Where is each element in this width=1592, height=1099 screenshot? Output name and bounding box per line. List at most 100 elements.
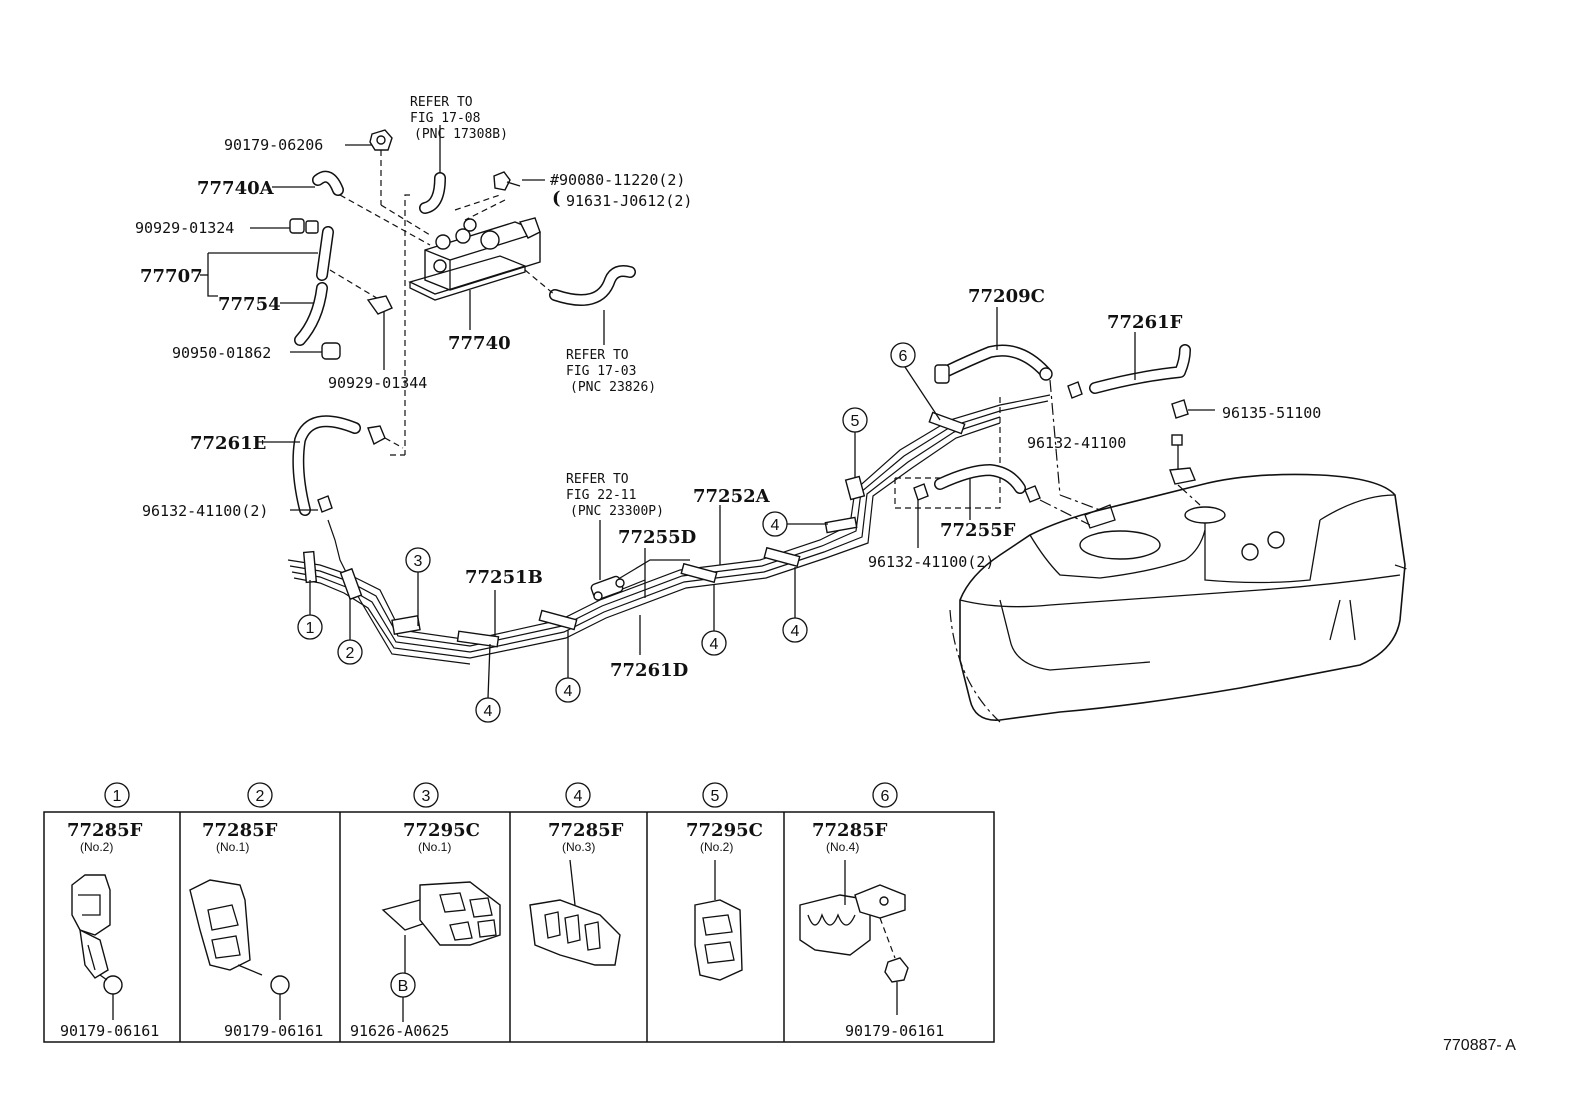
bolt-90179-06206-icon (369, 129, 393, 151)
callout-1: 1 (297, 614, 323, 640)
nut-90179-06161-icon (103, 975, 123, 995)
fuel-tank-icon (949, 473, 1411, 723)
clamp-77295c-no2-icon (694, 860, 743, 981)
label-77754: 77754 (218, 294, 281, 315)
detail-2-fastener: 90179-06161 (224, 1022, 323, 1040)
detail-3-marker: B (390, 972, 416, 998)
detail-3-number: 3 (413, 782, 439, 808)
label-parenthesis-open: ( (552, 188, 561, 209)
clip-90929-01324-icon (289, 218, 319, 234)
refer-note-17-08-line1: REFER TO (410, 95, 473, 110)
refer-note-17-03-line1: REFER TO (566, 348, 629, 363)
callout-4-b: 4 (555, 677, 581, 703)
refer-note-17-03-line3: (PNC 23826) (570, 380, 656, 395)
clip-hose-77261e-icon (367, 425, 386, 446)
detail-5-sub: (No.2) (700, 840, 733, 854)
label-77209c: 77209C (968, 286, 1045, 307)
detail-2-part: 77285F (202, 820, 278, 841)
svg-text:3: 3 (422, 788, 431, 805)
detail-6-fastener: 90179-06161 (845, 1022, 944, 1040)
svg-text:B: B (398, 978, 409, 995)
refer-note-22-11-line2: FIG 22-11 (566, 488, 636, 503)
label-77261f: 77261F (1107, 312, 1183, 333)
hose-77261e-group (262, 415, 404, 516)
charcoal-canister-group (200, 125, 636, 456)
clamp-no4-icon (799, 860, 906, 956)
callout-6: 6 (890, 342, 916, 368)
svg-text:4: 4 (574, 788, 583, 805)
detail-3-fastener: 91626-A0625 (350, 1022, 449, 1040)
svg-text:4: 4 (484, 703, 493, 720)
refer-note-17-08-line3: (PNC 17308B) (414, 127, 508, 142)
label-77740a: 77740A (197, 178, 275, 199)
detail-2-number: 2 (247, 782, 273, 808)
label-96135-51100: 96135-51100 (1222, 404, 1321, 422)
figure-id: 770887- A (1443, 1037, 1516, 1054)
label-77261d: 77261D (610, 660, 688, 681)
refer-note-22-11-line1: REFER TO (566, 472, 629, 487)
clip-96132-41100-left-icon (317, 495, 333, 513)
grommet-90950-01862-icon (321, 342, 341, 360)
detail-panel-5: 5 77295C (No.2) (686, 782, 763, 981)
detail-1-sub: (No.2) (80, 840, 113, 854)
refer-note-17-08-line2: FIG 17-08 (410, 111, 480, 126)
label-90179-06206: 90179-06206 (224, 136, 323, 154)
label-91631-j0612: 91631-J0612(2) (566, 192, 692, 210)
detail-4-sub: (No.3) (562, 840, 595, 854)
detail-4-part: 77285F (548, 820, 624, 841)
detail-panel-1: 1 77285F (No.2) 90179-06161 (60, 782, 159, 1040)
svg-text:2: 2 (346, 645, 355, 662)
detail-2-sub: (No.1) (216, 840, 249, 854)
detail-panel-3: 3 77295C (No.1) B 91626-A0625 (350, 782, 501, 1040)
label-96132-41100-right: 96132-41100 (1027, 434, 1126, 452)
detail-panels: 1 77285F (No.2) 90179-06161 2 77285F (No… (43, 782, 995, 1043)
detail-6-part: 77285F (812, 820, 888, 841)
nut-90179-06161-panel6-icon (884, 957, 909, 983)
label-77255f: 77255F (940, 520, 1016, 541)
detail-panel-6: 6 77285F (No.4) 90179-06161 (799, 782, 944, 1040)
callout-5: 5 (842, 407, 868, 433)
callout-4-a: 4 (475, 697, 501, 723)
detail-1-fastener: 90179-06161 (60, 1022, 159, 1040)
clamp-no2-icon (71, 874, 111, 979)
label-77707: 77707 (140, 266, 203, 287)
detail-5-number: 5 (702, 782, 728, 808)
detail-1-number: 1 (104, 782, 130, 808)
label-90929-01324: 90929-01324 (135, 219, 234, 237)
canister-77740-icon (408, 217, 541, 301)
refer-note-22-11-line3: (PNC 23300P) (570, 504, 664, 519)
svg-text:5: 5 (711, 788, 720, 805)
detail-3-sub: (No.1) (418, 840, 451, 854)
nut-90179-06161-panel2-icon (270, 975, 290, 995)
svg-text:1: 1 (306, 620, 315, 637)
callout-2: 2 (337, 639, 363, 665)
detail-3-part: 77295C (403, 820, 480, 841)
clamp-77295c-no1-icon (381, 881, 501, 946)
fuel-filter-connector-icon (590, 575, 625, 601)
detail-1-part: 77285F (67, 820, 143, 841)
fuel-tank-group (894, 307, 1411, 723)
refer-note-17-03-line2: FIG 17-03 (566, 364, 636, 379)
bolt-90080-11220-icon (493, 171, 521, 191)
label-90080-11220: #90080-11220(2) (550, 171, 685, 189)
label-90950-01862: 90950-01862 (172, 344, 271, 362)
label-77252a: 77252A (693, 486, 771, 507)
detail-6-sub: (No.4) (826, 840, 859, 854)
label-77740: 77740 (448, 333, 511, 354)
detail-5-part: 77295C (686, 820, 763, 841)
label-96132-41100-2-left: 96132-41100(2) (142, 502, 268, 520)
detail-panel-2: 2 77285F (No.1) 90179-06161 (189, 782, 323, 1040)
svg-text:3: 3 (414, 553, 423, 570)
svg-text:2: 2 (256, 788, 265, 805)
clip-90929-01344-icon (366, 295, 393, 315)
label-77255d: 77255D (618, 527, 696, 548)
callout-3: 3 (405, 547, 431, 573)
refer-notes: REFER TO FIG 17-08 (PNC 17308B) REFER TO… (410, 95, 664, 519)
svg-text:4: 4 (564, 683, 573, 700)
clip-96132-41100-right-icon (1067, 381, 1083, 399)
detail-panel-4: 4 77285F (No.3) (529, 782, 624, 966)
label-77261e: 77261E (190, 433, 266, 454)
svg-text:4: 4 (710, 636, 719, 653)
label-77251b: 77251B (465, 567, 543, 588)
svg-text:4: 4 (791, 623, 800, 640)
